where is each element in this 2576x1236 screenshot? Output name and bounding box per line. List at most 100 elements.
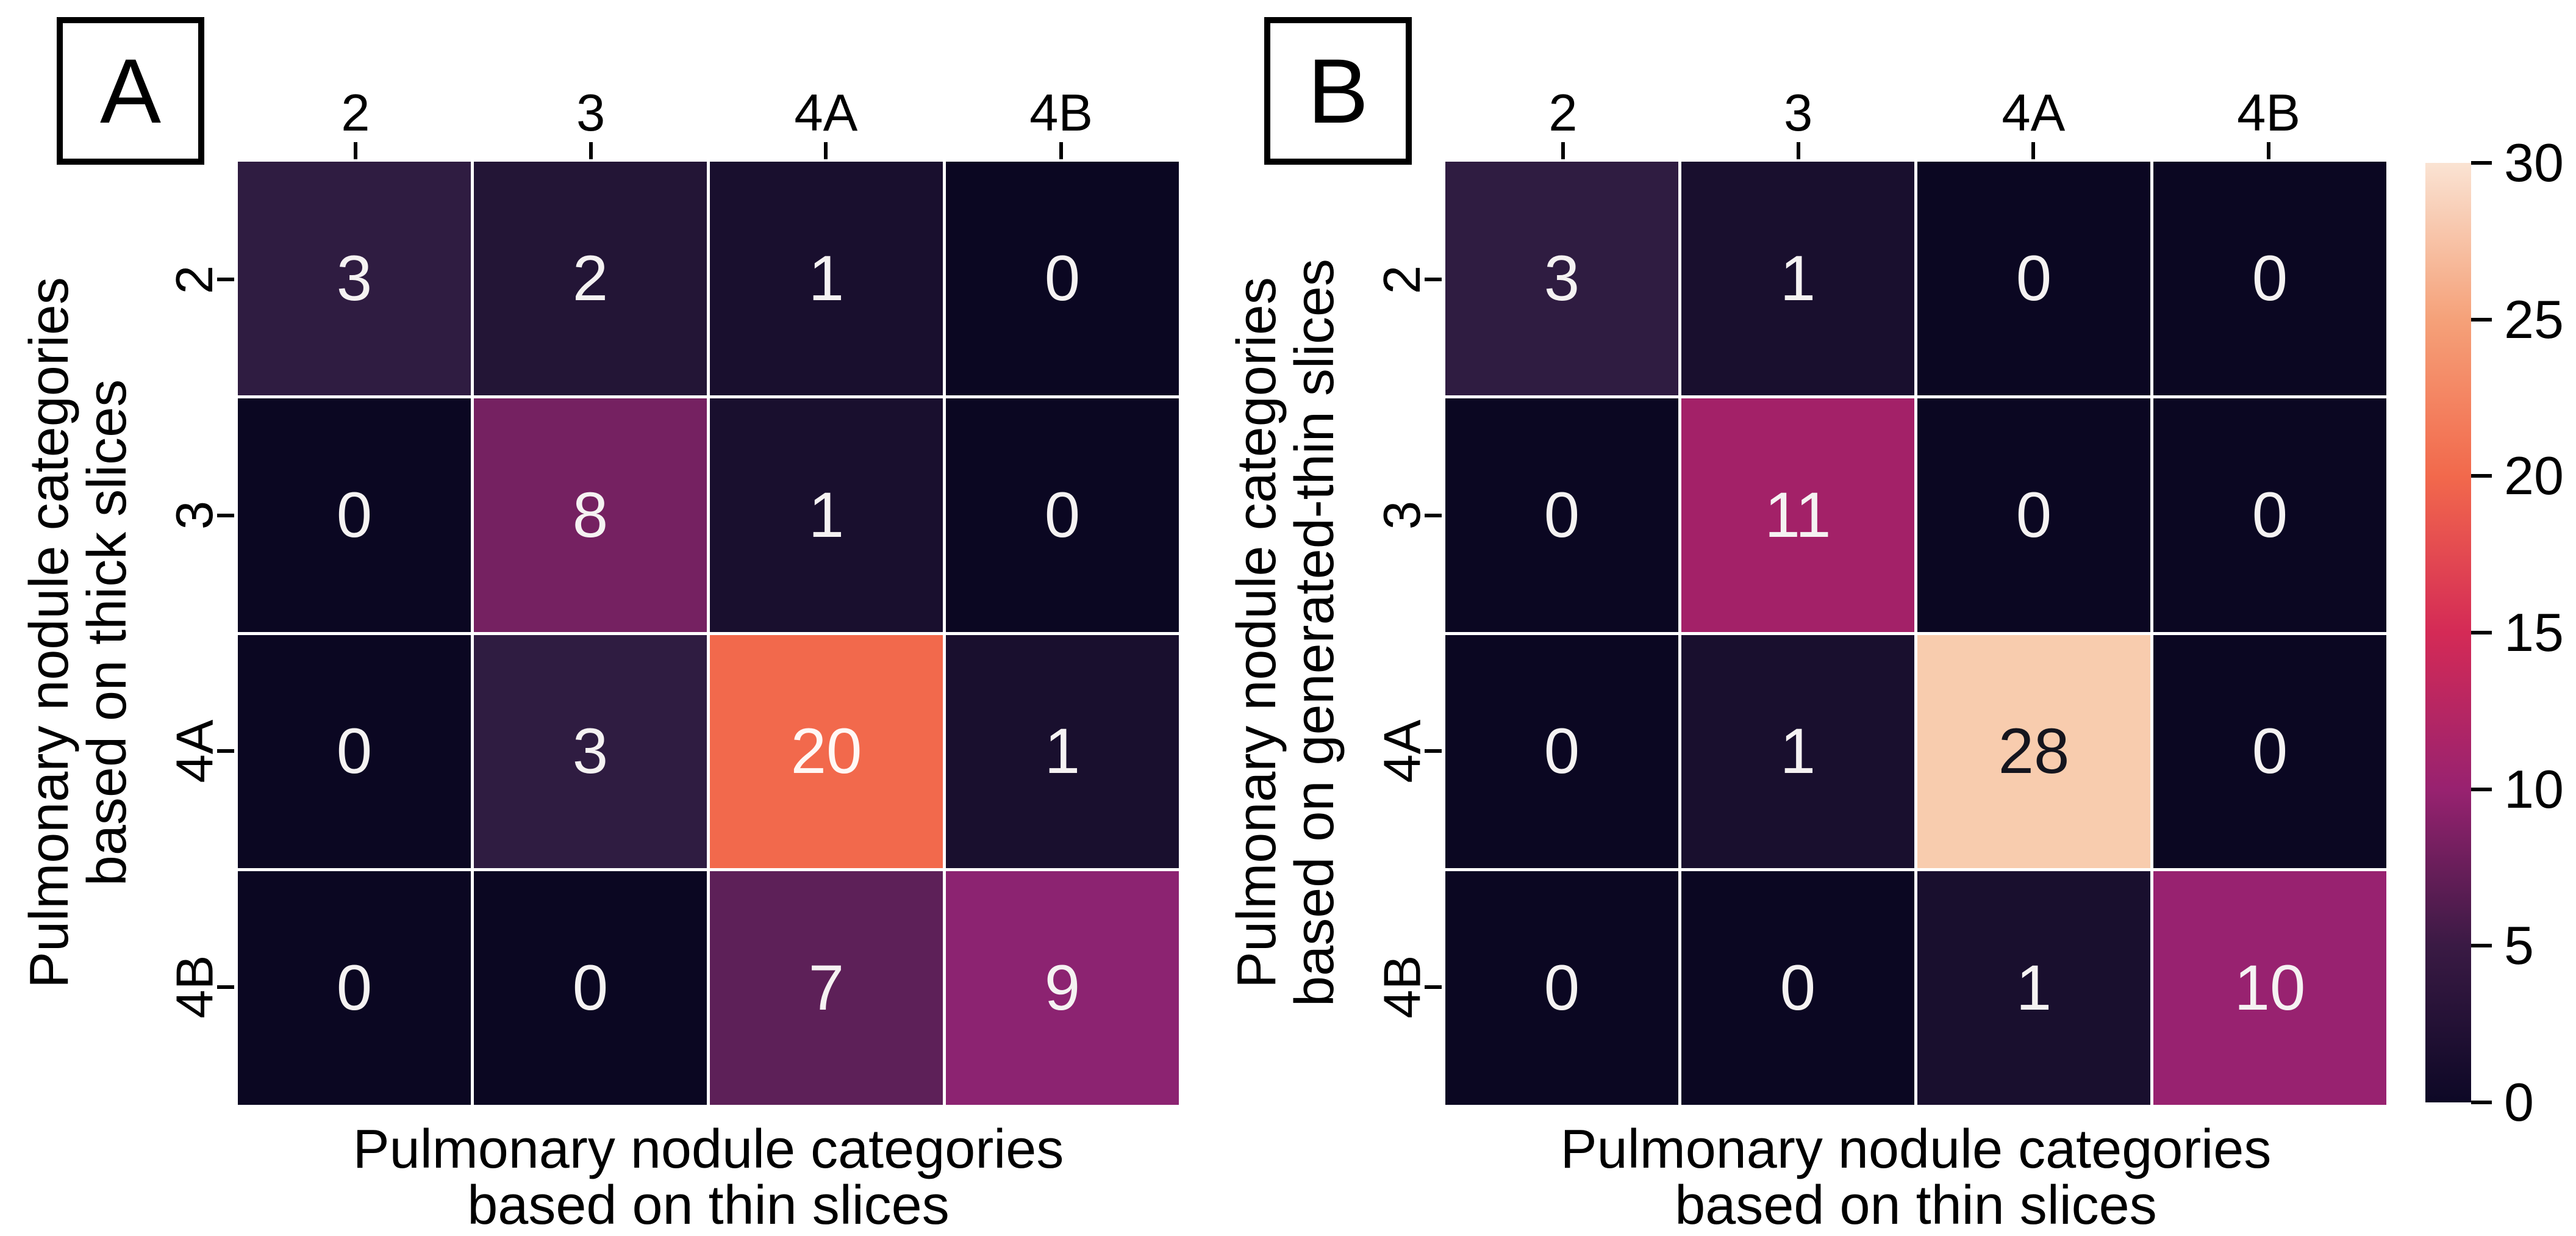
heatmap-cell: 0 [2153, 398, 2386, 632]
colorbar-tick: 0 [2471, 1076, 2534, 1129]
tick-mark-slot [238, 142, 473, 159]
colorbar-tick-label: 20 [2504, 445, 2564, 506]
colorbar-tick-label: 0 [2504, 1072, 2534, 1132]
tick-mark [217, 278, 234, 282]
colorbar-tick-mark [2471, 474, 2492, 478]
y-tick-label: 2 [1373, 265, 1432, 294]
x-tick-label: 4B [2237, 84, 2301, 142]
colorbar-gradient [2425, 163, 2471, 1102]
x-tick-label: 4A [794, 84, 858, 142]
heatmap-cell: 0 [238, 871, 471, 1105]
x-axis-label-b-line2: based on thin slices [1675, 1175, 2157, 1236]
tick-mark-slot [217, 162, 234, 398]
y-tick-label-slot: 4A [1374, 633, 1432, 869]
tick-mark [1425, 278, 1442, 282]
y-tick-label: 2 [166, 265, 224, 294]
y-tick-label-slot: 4A [166, 633, 224, 869]
tick-mark [824, 142, 828, 159]
y-axis-label-b-line2: based on generated-thin slices [1284, 259, 1345, 1007]
heatmap-cell: 20 [710, 634, 943, 869]
colorbar-tick-mark [2471, 944, 2492, 948]
colorbar-tick-mark [2471, 317, 2492, 322]
tick-mark [589, 142, 593, 159]
tick-mark-slot [2151, 142, 2386, 159]
tick-mark-slot [1916, 142, 2152, 159]
panel-letter-b: B [1307, 40, 1369, 142]
heatmap-cell: 1 [946, 634, 1179, 869]
heatmap-cell: 1 [710, 162, 943, 395]
tick-mark-slot [217, 398, 234, 634]
tick-mark-slot [943, 142, 1179, 159]
tick-mark [1796, 142, 1800, 159]
colorbar-tick-label: 10 [2504, 758, 2564, 819]
tick-mark [1059, 142, 1064, 159]
tick-mark-slot [1681, 142, 1916, 159]
x-axis-label-a-line1: Pulmonary nodule categories [352, 1119, 1064, 1180]
heatmap-cell: 0 [1445, 871, 1678, 1105]
heatmap-cell: 3 [238, 162, 471, 395]
colorbar-tick-label: 15 [2504, 602, 2564, 663]
x-tick-label: 2 [341, 84, 370, 142]
x-tick-label: 4A [2002, 84, 2066, 142]
colorbar-tick: 10 [2471, 758, 2564, 819]
tick-mark [1425, 513, 1442, 517]
heatmap-cell: 0 [1917, 162, 2150, 395]
tick-mark-slot [1425, 398, 1442, 634]
heatmap-cell: 1 [1681, 162, 1914, 395]
heatmap-cell: 0 [946, 398, 1179, 632]
colorbar-tick-label: 30 [2504, 132, 2564, 193]
colorbar-tick-mark [2471, 1101, 2492, 1104]
x-tick-label: 3 [1783, 84, 1813, 142]
tick-mark [217, 985, 234, 989]
heatmap-cell: 9 [946, 871, 1179, 1105]
x-axis-label-b: Pulmonary nodule categories based on thi… [1445, 1121, 2386, 1234]
colorbar-tick-label: 5 [2504, 915, 2534, 976]
colorbar-ticks: 30 25 20 15 10 5 0 [2471, 136, 2576, 1129]
y-axis-label-a-line1: Pulmonary nodule categories [19, 277, 80, 988]
tick-mark-slot [217, 869, 234, 1105]
x-axis-label-b-line1: Pulmonary nodule categories [1560, 1119, 2272, 1180]
x-tick-label: 2 [1548, 84, 1578, 142]
heatmap-cell: 0 [2153, 634, 2386, 869]
x-tick-labels-b: 2 3 4A 4B [1445, 78, 2386, 139]
heatmap-cell: 0 [238, 634, 471, 869]
tick-mark [2031, 142, 2036, 159]
colorbar-tick-mark [2471, 787, 2492, 791]
y-axis-label-a-line2: based on thick slices [77, 379, 138, 886]
y-tick-label-slot: 2 [1373, 162, 1432, 398]
y-axis-label-a: Pulmonary nodule categories based on thi… [19, 161, 138, 1104]
tick-mark-slot [217, 633, 234, 869]
colorbar-tick: 20 [2471, 449, 2564, 503]
panel-letter-a: A [99, 40, 162, 142]
tick-mark [1561, 142, 1565, 159]
colorbar-tick: 30 [2471, 136, 2564, 190]
heatmap-cell: 3 [1445, 162, 1678, 395]
tick-mark-slot [1445, 142, 1681, 159]
heatmap-cell: 1 [1917, 871, 2150, 1105]
heatmap-cell: 1 [710, 398, 943, 632]
colorbar-tick-mark [2471, 161, 2492, 165]
tick-mark-slot [709, 142, 944, 159]
tick-mark [2267, 142, 2271, 159]
tick-mark-slot [473, 142, 709, 159]
heatmap-cell: 0 [946, 162, 1179, 395]
x-axis-label-a-line2: based on thin slices [467, 1175, 950, 1236]
heatmap-cell: 3 [474, 634, 707, 869]
colorbar-tick: 5 [2471, 919, 2534, 972]
tick-mark [217, 513, 234, 517]
heatmap-cell: 0 [1445, 398, 1678, 632]
y-axis-label-b-line1: Pulmonary nodule categories [1226, 277, 1287, 988]
heatmap-cell: 11 [1681, 398, 1914, 632]
heatmap-cell: 0 [238, 398, 471, 632]
colorbar-tick: 25 [2471, 292, 2564, 347]
y-tick-label: 3 [166, 501, 224, 530]
panel-letter-box-a: A [57, 17, 204, 165]
y-tick-label: 4A [166, 719, 224, 783]
heatmap-cell: 2 [474, 162, 707, 395]
